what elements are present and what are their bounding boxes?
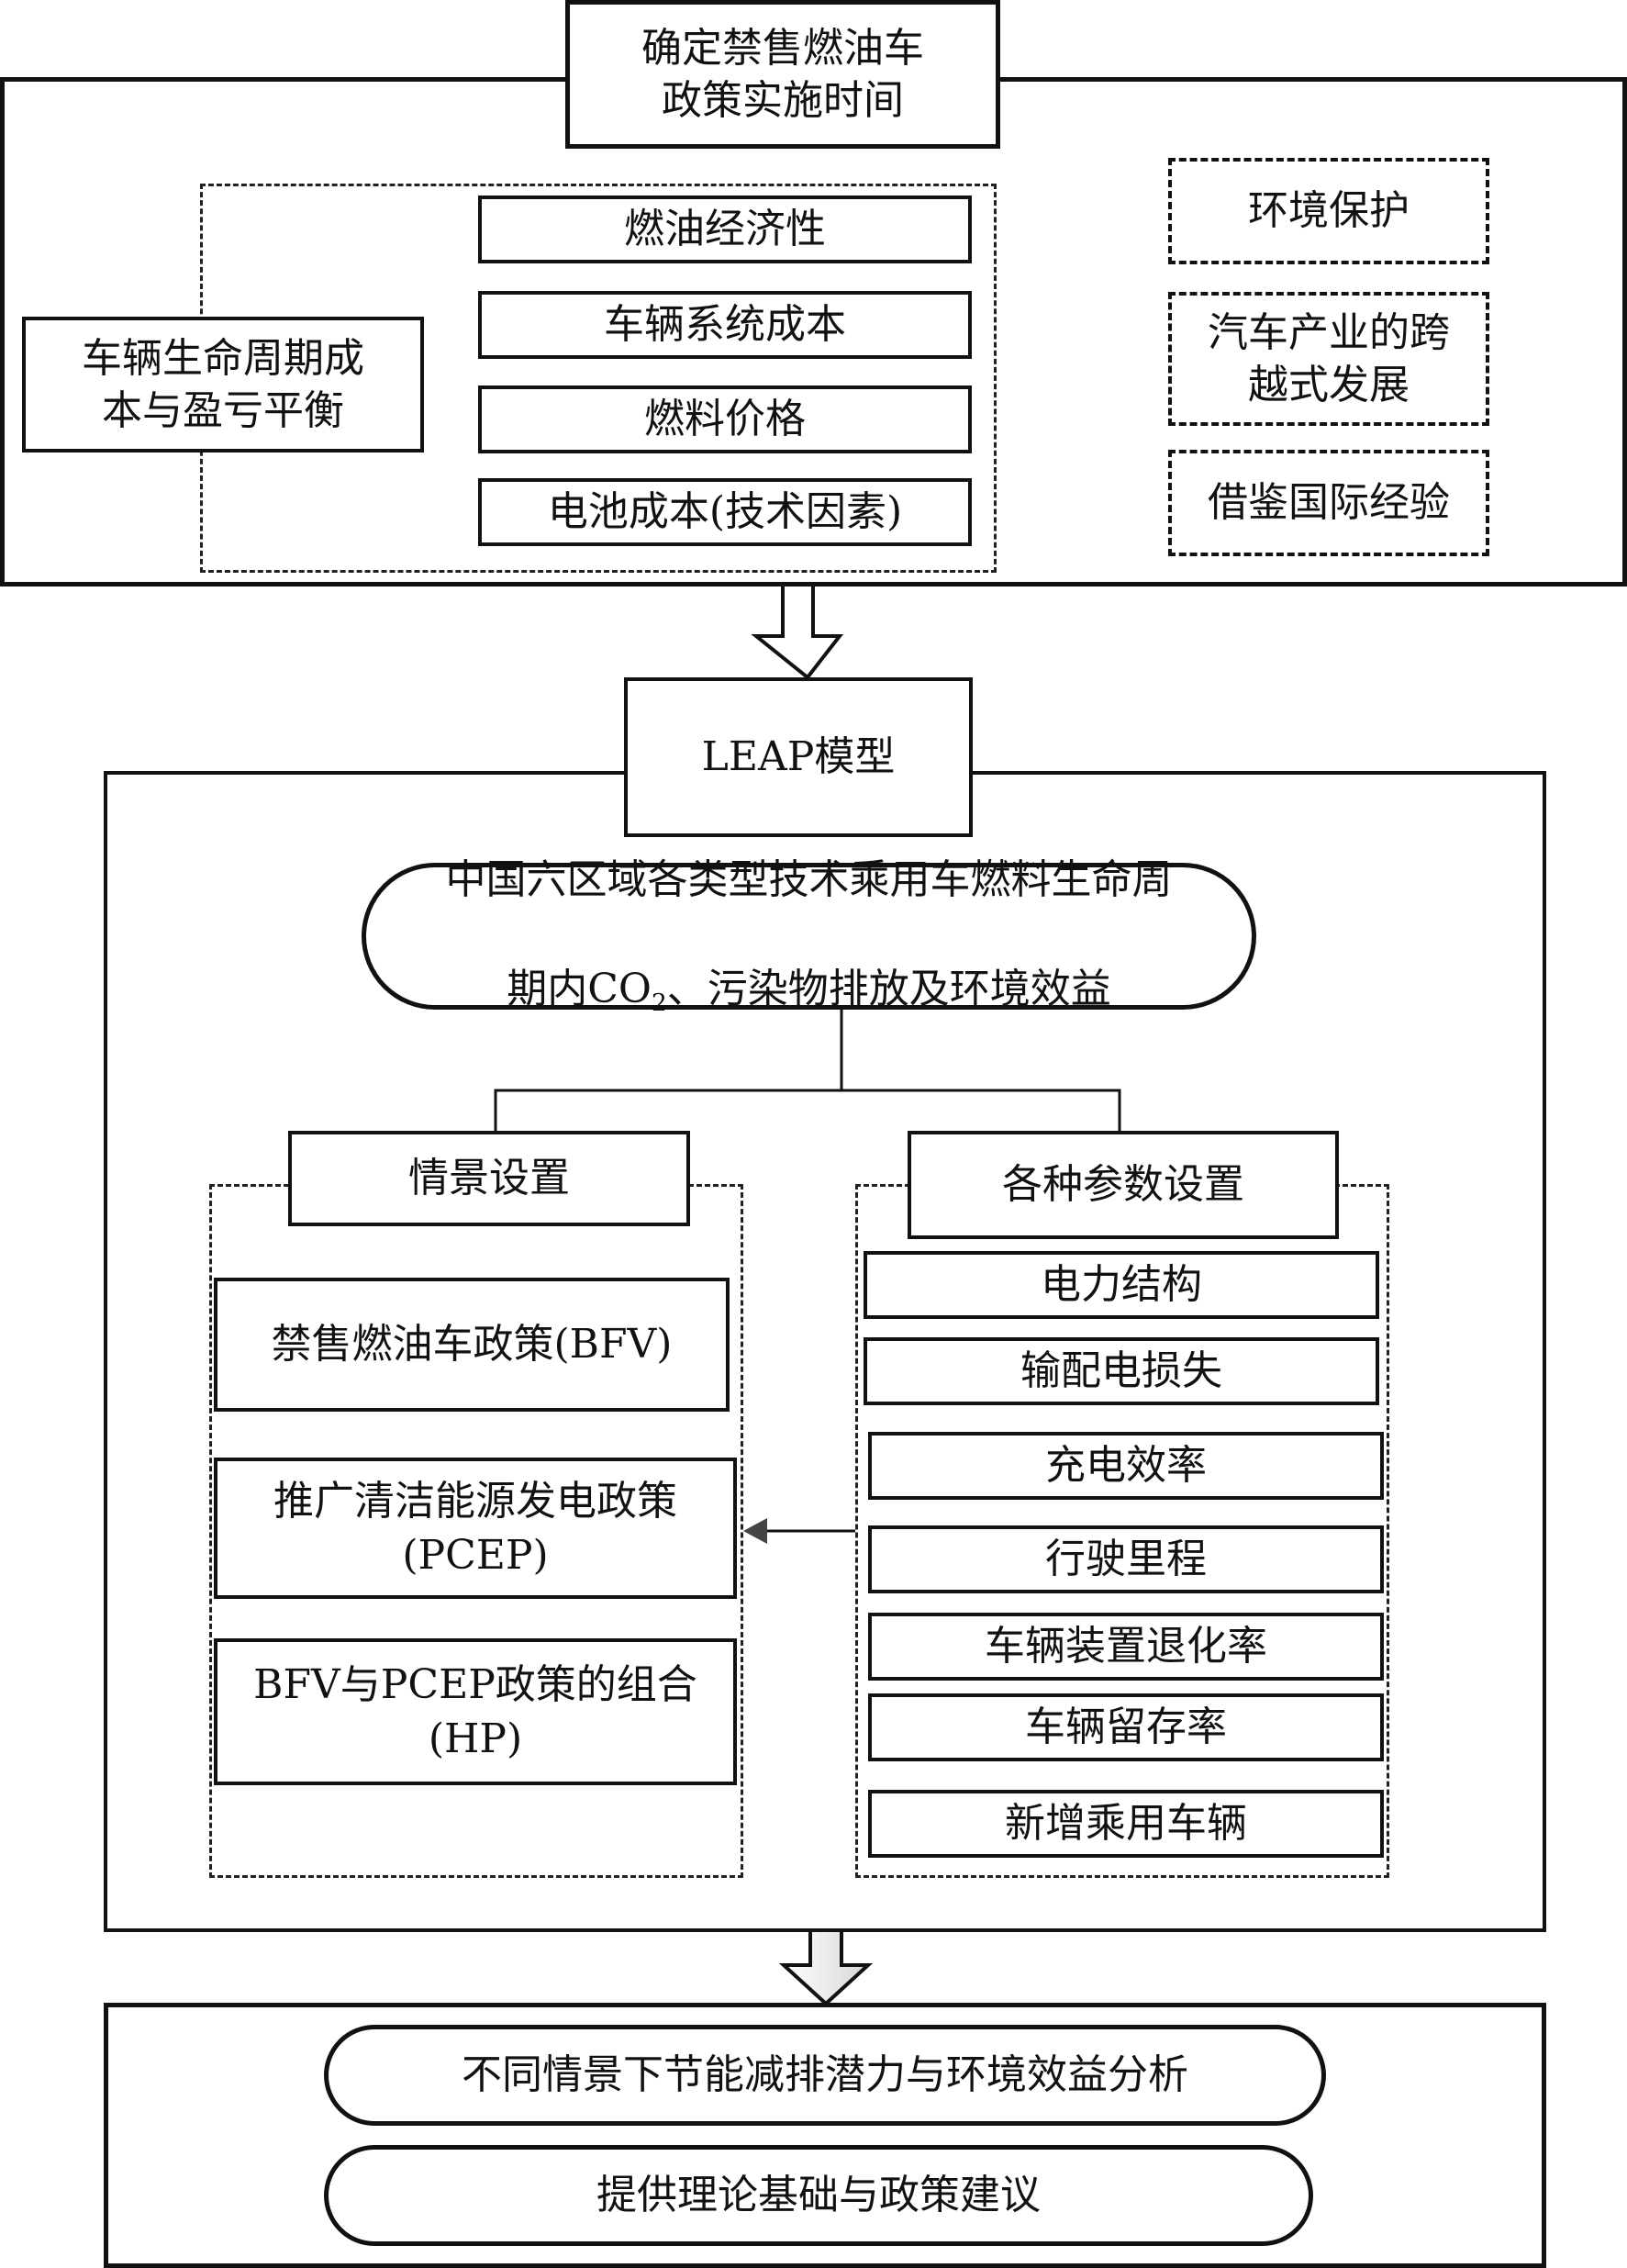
motivation-industry-leap: 汽车产业的跨 越式发展 xyxy=(1168,292,1489,426)
parameter-driving-mileage: 行驶里程 xyxy=(868,1525,1384,1593)
lifecycle-cost-box: 车辆生命周期成 本与盈亏平衡 xyxy=(22,317,424,452)
policy-timing-box: 确定禁售燃油车 政策实施时间 xyxy=(565,0,1000,149)
leap-model-box: LEAP模型 xyxy=(624,677,973,837)
parameter-charging-efficiency: 充电效率 xyxy=(868,1432,1384,1500)
result-policy-recommendations: 提供理论基础与政策建议 xyxy=(324,2145,1313,2246)
result-energy-saving-analysis: 不同情景下节能减排潜力与环境效益分析 xyxy=(324,2025,1326,2126)
emission-line-2: 期内CO2、污染物排放及环境效益 xyxy=(507,908,1111,1020)
parameter-new-vehicles: 新增乘用车辆 xyxy=(868,1790,1384,1858)
cost-factor-battery-cost: 电池成本(技术因素) xyxy=(478,478,972,546)
scenario-pcep: 推广清洁能源发电政策 (PCEP) xyxy=(214,1458,737,1599)
parameter-degradation-rate: 车辆装置退化率 xyxy=(868,1613,1384,1681)
emission-benefit-node: 中国六区域各类型技术乘用车燃料生命周 期内CO2、污染物排放及环境效益 xyxy=(362,856,1256,1017)
hollow-down-arrow-icon-bottom xyxy=(778,1928,874,2006)
scenario-hp: BFV与PCEP政策的组合 (HP) xyxy=(214,1638,737,1785)
cost-factor-fuel-economy: 燃油经济性 xyxy=(478,196,972,263)
cost-factor-vehicle-system-cost: 车辆系统成本 xyxy=(478,291,972,359)
parameter-retention-rate: 车辆留存率 xyxy=(868,1693,1384,1761)
parameter-transmission-loss: 输配电损失 xyxy=(864,1337,1379,1405)
scenario-settings-title: 情景设置 xyxy=(288,1131,690,1226)
emission-line-2-prefix: 期内CO xyxy=(507,965,652,1012)
emission-line-2-suffix: 、污染物排放及环境效益 xyxy=(666,965,1111,1012)
emission-line-1: 中国六区域各类型技术乘用车燃料生命周 xyxy=(445,856,1173,904)
parameter-power-structure: 电力结构 xyxy=(864,1251,1379,1319)
parameter-settings-title: 各种参数设置 xyxy=(908,1131,1339,1239)
cost-factor-fuel-price: 燃料价格 xyxy=(478,385,972,453)
scenario-bfv: 禁售燃油车政策(BFV) xyxy=(214,1278,730,1412)
hollow-down-arrow-icon xyxy=(751,587,844,680)
motivation-international-experience: 借鉴国际经验 xyxy=(1168,450,1489,556)
motivation-environment: 环境保护 xyxy=(1168,158,1489,264)
co2-subscript: 2 xyxy=(651,989,667,1018)
